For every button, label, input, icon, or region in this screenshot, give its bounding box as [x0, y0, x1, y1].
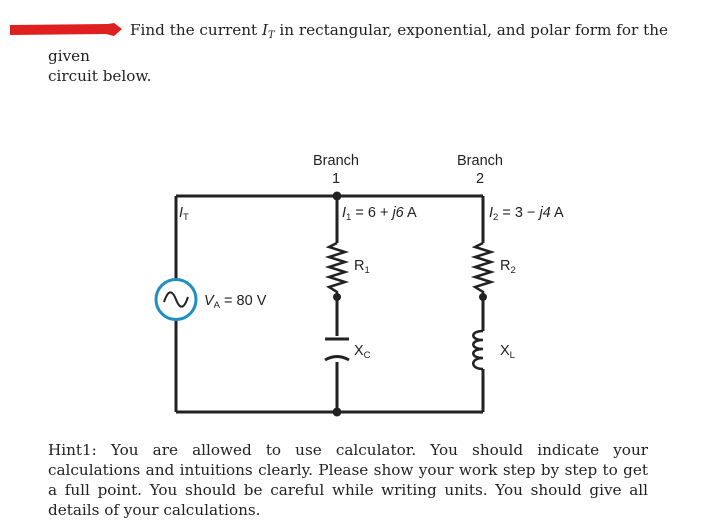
junction-dot-top — [332, 191, 342, 201]
inductor-xl-icon — [472, 329, 484, 371]
hint-text: Hint1: You are allowed to use calculator… — [48, 441, 648, 519]
problem-text-end: in rectangular, exponential, and polar f… — [48, 21, 668, 65]
problem-text-line2: circuit below. — [48, 67, 152, 85]
branch1-number: 1 — [332, 171, 340, 187]
circuit-wires — [174, 194, 485, 414]
capacitor-xc-icon — [324, 337, 350, 362]
ac-source-icon — [154, 278, 198, 321]
problem-text-start: Find the current — [130, 21, 262, 39]
source-voltage-label: VA = 80 V — [204, 293, 267, 311]
problem-statement: Find the current IT in rectangular, expo… — [48, 20, 698, 86]
r2-label: R2 — [500, 258, 516, 276]
junction-dots — [332, 191, 487, 417]
current-subscript: T — [267, 30, 275, 41]
current-symbol: I — [261, 21, 268, 39]
resistor-r2-icon — [470, 241, 496, 297]
junction-dot-bottom — [332, 407, 342, 417]
it-current-label: IT — [179, 205, 189, 223]
r1-label: R1 — [354, 258, 370, 276]
xl-label: XL — [500, 343, 515, 361]
i1-current-label: I1 = 6 + j6 A — [342, 205, 417, 223]
redaction-mark — [10, 23, 122, 36]
branch2-number: 2 — [476, 171, 484, 187]
branch1-title: Branch — [313, 153, 359, 169]
resistor-r1-icon — [324, 241, 350, 297]
branch2-title: Branch — [457, 153, 503, 169]
xc-label: XC — [354, 343, 371, 361]
i2-current-label: I2 = 3 − j4 A — [489, 205, 564, 223]
